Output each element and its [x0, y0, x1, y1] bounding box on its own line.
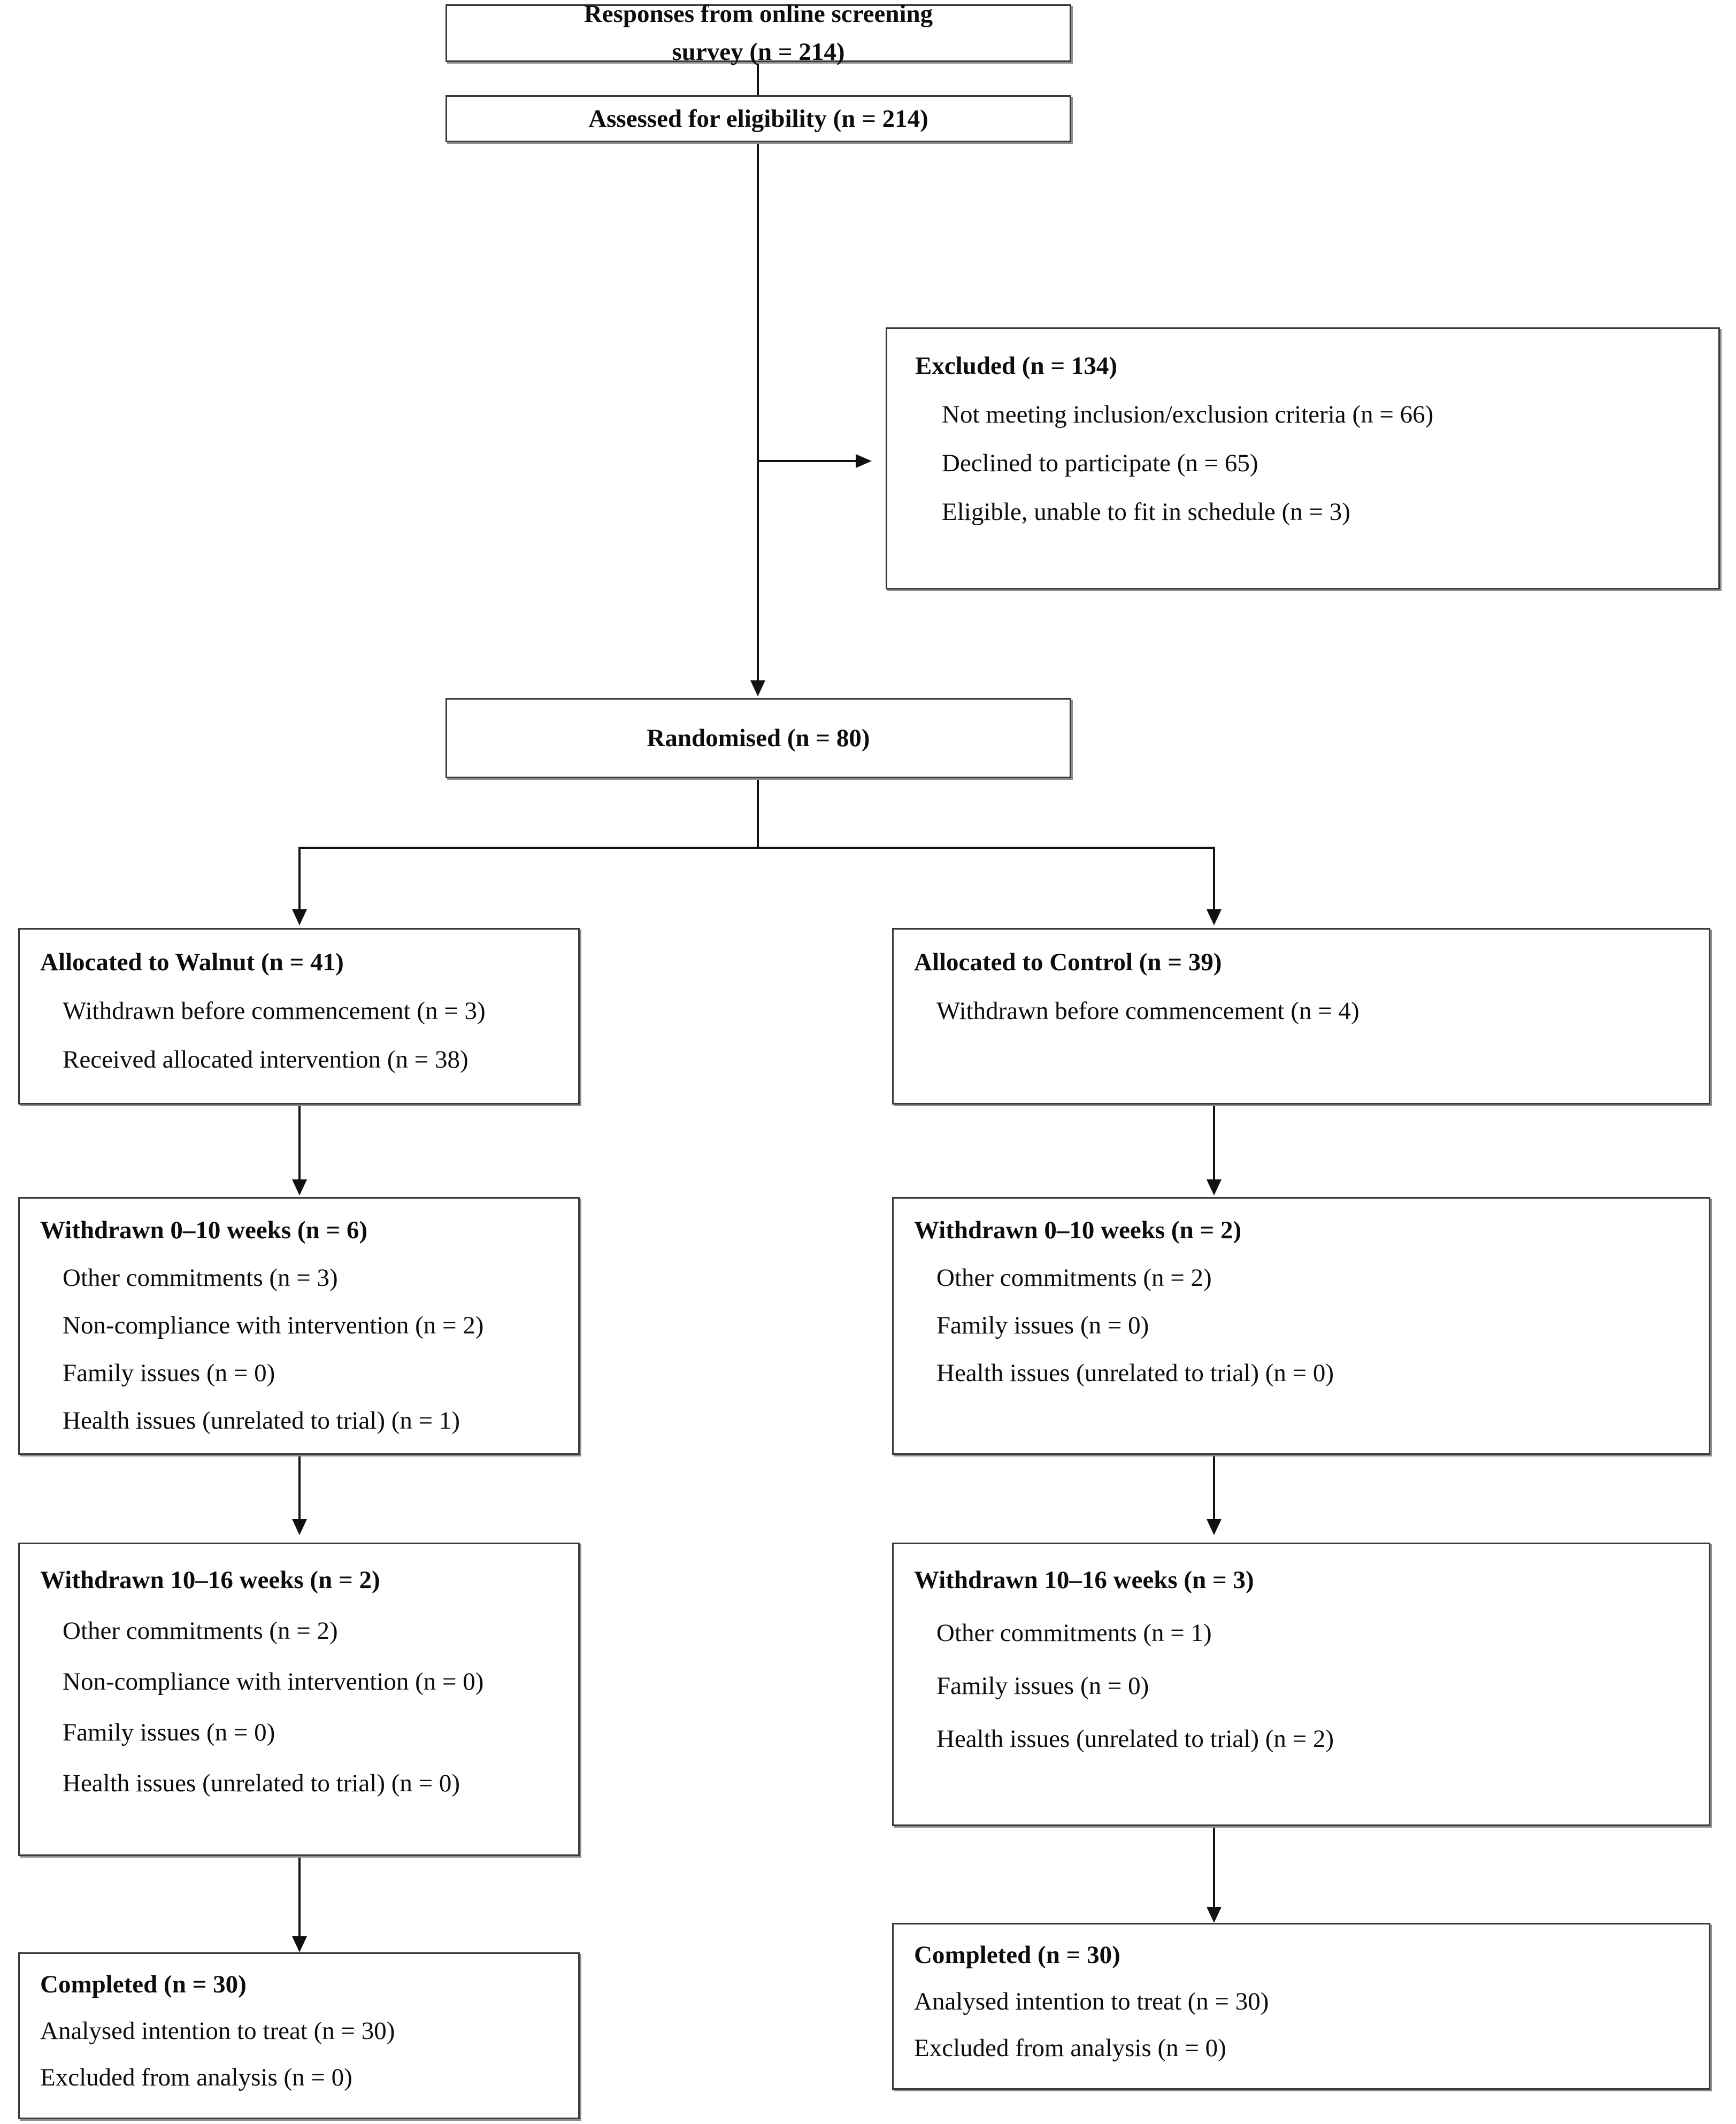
- arrowhead-control-w010: [1207, 1179, 1222, 1195]
- arrowhead-walnut-w1016: [292, 1519, 307, 1535]
- node-assessed: Assessed for eligibility (n = 214): [445, 95, 1071, 142]
- node-completed-walnut: Completed (n = 30) Analysed intention to…: [18, 1952, 580, 2119]
- node-withdrawn-10-16-walnut-line-2: Non-compliance with intervention (n = 0): [63, 1668, 484, 1696]
- node-withdrawn-10-16-control-line-0: Withdrawn 10–16 weeks (n = 3): [914, 1566, 1254, 1594]
- node-withdrawn-0-10-control: Withdrawn 0–10 weeks (n = 2) Other commi…: [892, 1197, 1710, 1455]
- connector-assessed-to-randomised: [757, 99, 759, 688]
- arrowhead-control-w1016: [1207, 1519, 1222, 1535]
- arrowhead-alloc-control: [1207, 909, 1222, 925]
- node-alloc-control-line-1: Withdrawn before commencement (n = 4): [936, 997, 1359, 1025]
- connector-control-w010-to-w1016: [1213, 1455, 1215, 1524]
- node-withdrawn-0-10-walnut-line-1: Other commitments (n = 3): [63, 1264, 338, 1292]
- node-responses: Responses from online screening survey (…: [445, 0, 1071, 66]
- node-completed-control-line-2: Excluded from analysis (n = 0): [914, 2034, 1226, 2062]
- node-assessed-line-0: Assessed for eligibility (n = 214): [588, 104, 928, 133]
- connector-walnut-w1016-to-completed: [298, 1856, 301, 1942]
- arrowhead-alloc-walnut: [292, 909, 307, 925]
- node-withdrawn-10-16-walnut-line-4: Health issues (unrelated to trial) (n = …: [63, 1769, 460, 1797]
- node-completed-walnut-line-1: Analysed intention to treat (n = 30): [40, 2017, 395, 2045]
- connector-walnut-w010-to-w1016: [298, 1455, 301, 1524]
- connector-split-right: [1213, 847, 1215, 915]
- node-alloc-walnut-line-0: Allocated to Walnut (n = 41): [40, 948, 344, 976]
- node-withdrawn-10-16-control-line-1: Other commitments (n = 1): [936, 1619, 1212, 1647]
- connector-control-alloc-to-w010: [1213, 1104, 1215, 1184]
- node-responses-line-1: survey (n = 214): [672, 38, 845, 66]
- node-alloc-walnut-line-1: Withdrawn before commencement (n = 3): [63, 997, 486, 1025]
- node-completed-control: Completed (n = 30) Analysed intention to…: [892, 1923, 1710, 2090]
- connector-randomised-down: [757, 778, 759, 848]
- node-withdrawn-0-10-walnut-line-0: Withdrawn 0–10 weeks (n = 6): [40, 1216, 368, 1244]
- node-excluded: Excluded (n = 134) Not meeting inclusion…: [886, 327, 1720, 589]
- node-alloc-walnut: Allocated to Walnut (n = 41) Withdrawn b…: [18, 928, 580, 1105]
- node-randomised-line-0: Randomised (n = 80): [647, 724, 870, 752]
- connector-control-w1016-to-completed: [1213, 1827, 1215, 1912]
- arrowhead-walnut-completed: [292, 1936, 307, 1952]
- node-withdrawn-10-16-walnut-line-1: Other commitments (n = 2): [63, 1617, 338, 1645]
- connector-split-left: [298, 847, 301, 915]
- node-completed-control-line-1: Analysed intention to treat (n = 30): [914, 1988, 1269, 2015]
- connector-split-horizontal: [299, 847, 1214, 849]
- node-withdrawn-10-16-control: Withdrawn 10–16 weeks (n = 3) Other comm…: [892, 1543, 1710, 1826]
- arrowhead-excluded: [856, 454, 872, 468]
- node-withdrawn-10-16-control-line-3: Health issues (unrelated to trial) (n = …: [936, 1725, 1334, 1753]
- node-withdrawn-0-10-control-line-0: Withdrawn 0–10 weeks (n = 2): [914, 1216, 1242, 1244]
- node-withdrawn-10-16-control-line-2: Family issues (n = 0): [936, 1672, 1149, 1700]
- node-completed-walnut-line-2: Excluded from analysis (n = 0): [40, 2064, 352, 2091]
- connector-to-excluded: [759, 460, 858, 462]
- arrowhead-walnut-w010: [292, 1179, 307, 1195]
- node-completed-walnut-line-0: Completed (n = 30): [40, 1970, 247, 1998]
- node-completed-control-line-0: Completed (n = 30): [914, 1941, 1120, 1969]
- node-alloc-control: Allocated to Control (n = 39) Withdrawn …: [892, 928, 1710, 1105]
- node-excluded-line-3: Eligible, unable to fit in schedule (n =…: [942, 498, 1350, 526]
- connector-walnut-alloc-to-w010: [298, 1104, 301, 1184]
- node-randomised: Randomised (n = 80): [445, 698, 1071, 778]
- node-withdrawn-0-10-walnut-line-4: Health issues (unrelated to trial) (n = …: [63, 1407, 460, 1435]
- connector-responses-to-assessed: [757, 60, 759, 96]
- node-responses-line-0: Responses from online screening: [583, 0, 933, 28]
- arrowhead-randomised: [750, 680, 765, 696]
- node-alloc-walnut-line-2: Received allocated intervention (n = 38): [63, 1046, 468, 1073]
- node-alloc-control-line-0: Allocated to Control (n = 39): [914, 948, 1222, 976]
- node-withdrawn-0-10-control-line-1: Other commitments (n = 2): [936, 1264, 1212, 1292]
- node-withdrawn-0-10-walnut-line-2: Non-compliance with intervention (n = 2): [63, 1312, 484, 1339]
- node-excluded-line-2: Declined to participate (n = 65): [942, 449, 1258, 477]
- node-excluded-line-1: Not meeting inclusion/exclusion criteria…: [942, 401, 1434, 428]
- node-withdrawn-0-10-control-line-2: Family issues (n = 0): [936, 1312, 1149, 1339]
- node-excluded-line-0: Excluded (n = 134): [915, 352, 1118, 380]
- node-withdrawn-10-16-walnut-line-0: Withdrawn 10–16 weeks (n = 2): [40, 1566, 380, 1594]
- node-withdrawn-10-16-walnut-line-3: Family issues (n = 0): [63, 1719, 275, 1746]
- node-withdrawn-0-10-walnut: Withdrawn 0–10 weeks (n = 6) Other commi…: [18, 1197, 580, 1455]
- node-withdrawn-0-10-walnut-line-3: Family issues (n = 0): [63, 1359, 275, 1387]
- node-withdrawn-10-16-walnut: Withdrawn 10–16 weeks (n = 2) Other comm…: [18, 1543, 580, 1856]
- node-withdrawn-0-10-control-line-3: Health issues (unrelated to trial) (n = …: [936, 1359, 1334, 1387]
- arrowhead-control-completed: [1207, 1907, 1222, 1923]
